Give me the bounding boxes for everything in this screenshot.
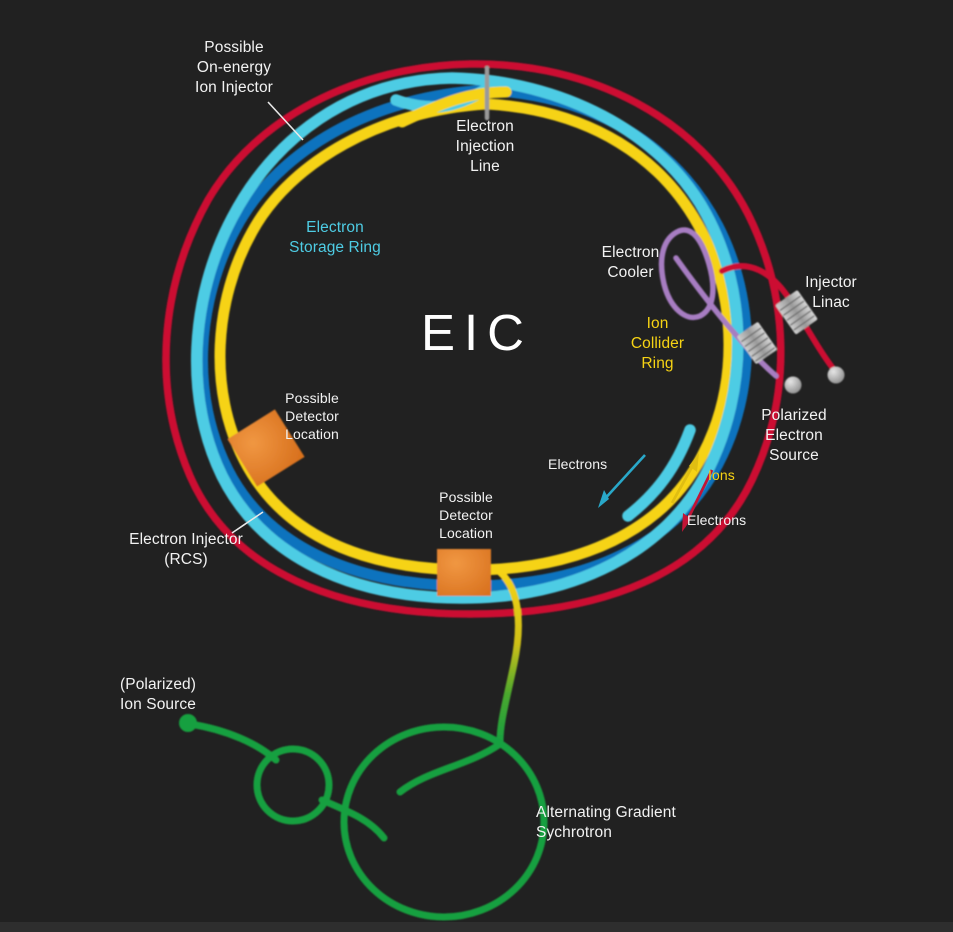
electron-storage-ring-crossover-right [622,424,696,522]
bottom-edge-strip [0,922,953,932]
label-polarized-ion-source: (Polarized) Ion Source [120,676,197,713]
label-electrons-outer: Electrons [687,512,747,528]
leader-line-ion-injector [267,101,304,141]
ion-transfer-line-to-ags [496,568,522,746]
electrons-outer-direction-arrow [682,469,714,532]
injector-linac-endpoint-sphere [827,366,845,384]
electrons-inner-direction-arrow [598,454,646,508]
ions-direction-arrow [670,453,699,504]
label-polarized-electron-source: Polarized Electron Source [761,407,827,464]
label-possible-detector-location-bottom: Possible Detector Location [439,489,493,541]
injector-linac-cavity-group [775,290,818,334]
label-electron-injection-line: Electron Injection Line [455,118,515,175]
label-electrons-inner: Electrons [548,456,608,472]
electron-storage-ring-path [191,72,744,604]
label-ion-collider-ring: Ion Collider Ring [630,315,685,372]
label-alternating-gradient-synchrotron: Alternating Gradient Sychrotron [536,804,676,841]
booster-to-ags-line [318,796,388,842]
polarized-electron-source-sphere [784,376,802,394]
polarized-electron-source-cavity-group [737,322,777,364]
leader-line-electron-injector-rcs [231,511,264,534]
electron-cooler-loop-path [658,227,716,321]
detector-box-bottom [437,549,491,596]
label-ions: Ions [708,467,735,483]
label-electron-cooler: Electron Cooler [601,244,660,281]
ion-source-transfer-line [186,720,280,764]
electron-injector-rcs-ring-path [162,60,785,618]
detector-box-left [227,409,305,487]
electron-cooler-transfer-line [673,255,779,379]
alternating-gradient-synchrotron-ring [340,723,548,921]
label-possible-on-energy-ion-injector: Possible On-energy Ion Injector [195,39,273,96]
label-possible-detector-location-left: Possible Detector Location [285,390,339,442]
ags-injection-arc [396,740,504,796]
ion-collider-ring-crossover-top [396,86,512,128]
label-electron-injector-rcs: Electron Injector (RCS) [129,531,243,568]
label-injector-linac: Injector Linac [805,274,857,311]
center-label-eic: EIC [421,304,534,361]
polarized-ion-source-dot [179,714,197,732]
booster-ring [253,745,333,825]
label-electron-storage-ring: Electron Storage Ring [289,219,381,256]
